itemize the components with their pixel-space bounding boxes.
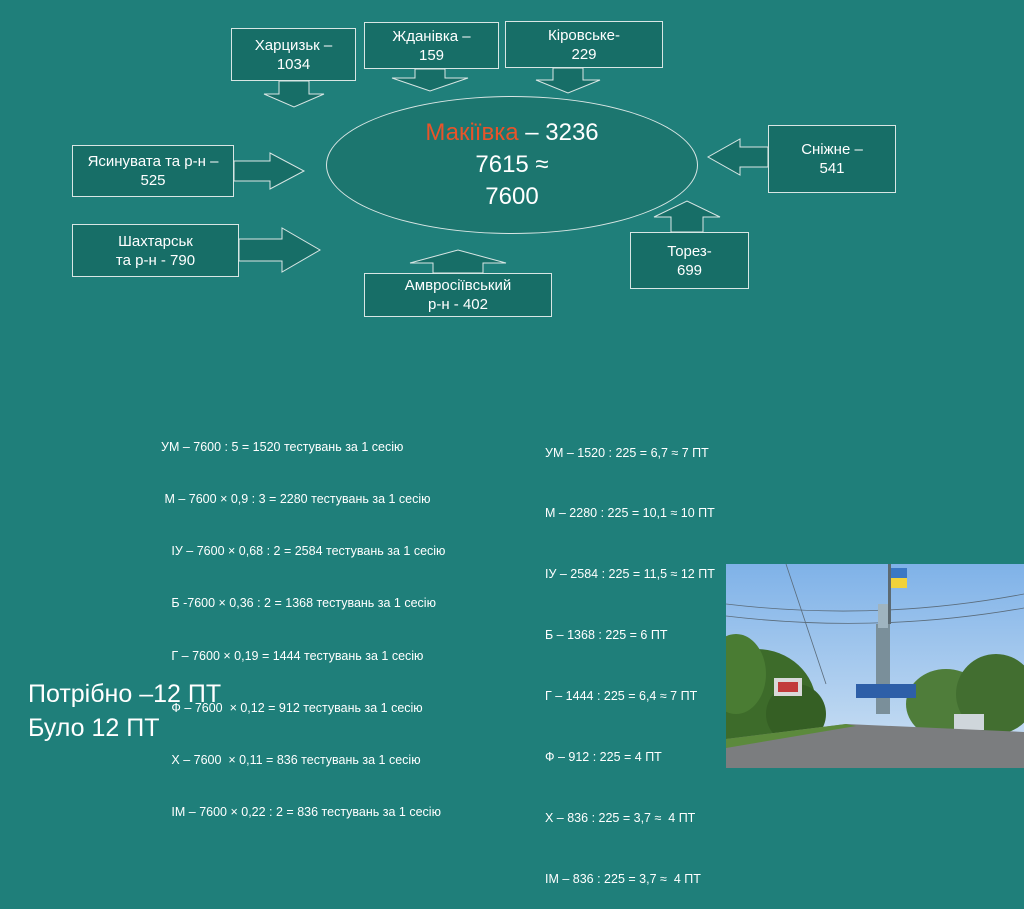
calc-right-line: Ф – 912 : 225 = 4 ПТ [545,747,715,767]
node-zhdanivka: Жданівка – 159 [364,22,499,69]
node-shakhtarsk-name: Шахтарськ [118,232,193,251]
node-snizhne-value: 541 [819,159,844,178]
node-snizhne-name: Сніжне – [801,140,863,159]
center-title: Макіївка – 3236 [327,117,697,149]
node-amvrosiivskyi-name: Амвросіївський [405,276,511,295]
calc-left-list: УМ – 7600 : 5 = 1520 тестувань за 1 сесі… [161,404,445,839]
arrow-zhdanivka [392,69,468,91]
node-khartsyzk: Харцизьк – 1034 [231,28,356,81]
node-yasynuvata: Ясинувата та р-н – 525 [72,145,234,197]
arrow-amvrosiivskyi [410,250,506,273]
arrow-shakhtarsk [239,228,320,272]
city-photo [726,564,1024,768]
node-amvrosiivskyi-value: р-н - 402 [428,295,488,314]
node-shakhtarsk: Шахтарськ та р-н - 790 [72,224,239,277]
arrow-yasynuvata [234,153,304,189]
center-city-name: Макіївка [425,119,518,146]
node-zhdanivka-name: Жданівка – [392,27,470,46]
center-node-makiivka: Макіївка – 3236 7615 ≈ 7600 [326,96,698,234]
node-kirovske-name: Кіровське- [548,26,620,45]
city-photo-illustration [726,564,1024,768]
calc-left-line: ІУ – 7600 × 0,68 : 2 = 2584 тестувань за… [161,543,445,560]
center-city-value: – 3236 [519,119,599,146]
node-torez: Торез- 699 [630,232,749,289]
center-line3: 7600 [327,181,697,213]
calc-right-line: ІУ – 2584 : 225 = 11,5 ≈ 12 ПТ [545,564,715,584]
calc-right-line: Г – 1444 : 225 = 6,4 ≈ 7 ПТ [545,686,715,706]
node-khartsyzk-name: Харцизьк – [255,36,332,55]
calc-left-line: М – 7600 × 0,9 : 3 = 2280 тестувань за 1… [161,491,445,508]
calc-right-line: М – 2280 : 225 = 10,1 ≈ 10 ПТ [545,503,715,523]
node-torez-name: Торез- [667,242,712,261]
center-line2: 7615 ≈ [327,149,697,181]
arrow-khartsyzk [264,81,324,107]
calc-right-line: УМ – 1520 : 225 = 6,7 ≈ 7 ПТ [545,443,715,463]
arrow-snizhne [708,139,768,175]
node-snizhne: Сніжне – 541 [768,125,896,193]
calc-right-line: Б – 1368 : 225 = 6 ПТ [545,625,715,645]
node-shakhtarsk-value: та р-н - 790 [116,251,195,270]
calc-left-line: Г – 7600 × 0,19 = 1444 тестувань за 1 се… [161,648,445,665]
summary-needed: Потрібно –12 ПТ [28,677,221,711]
calc-right-list: УМ – 1520 : 225 = 6,7 ≈ 7 ПТ М – 2280 : … [545,402,715,909]
node-yasynuvata-name: Ясинувата та р-н – [88,152,219,171]
node-zhdanivka-value: 159 [419,46,444,65]
arrow-kirovske [536,68,600,93]
summary: Потрібно –12 ПТ Було 12 ПТ [28,677,221,745]
node-kirovske-value: 229 [571,45,596,64]
node-kirovske: Кіровське- 229 [505,21,663,68]
summary-was: Було 12 ПТ [28,711,221,745]
calc-right-line: Х – 836 : 225 = 3,7 ≈ 4 ПТ [545,808,715,828]
node-amvrosiivskyi: Амвросіївський р-н - 402 [364,273,552,317]
calc-left-line: Х – 7600 × 0,11 = 836 тестувань за 1 сес… [161,752,445,769]
node-yasynuvata-value: 525 [140,171,165,190]
node-torez-value: 699 [677,261,702,280]
node-khartsyzk-value: 1034 [277,55,310,74]
calc-left-line: УМ – 7600 : 5 = 1520 тестувань за 1 сесі… [161,439,445,456]
calc-left-line: ІМ – 7600 × 0,22 : 2 = 836 тестувань за … [161,804,445,821]
calc-left-line: Б -7600 × 0,36 : 2 = 1368 тестувань за 1… [161,595,445,612]
calc-right-line: ІМ – 836 : 225 = 3,7 ≈ 4 ПТ [545,869,715,889]
